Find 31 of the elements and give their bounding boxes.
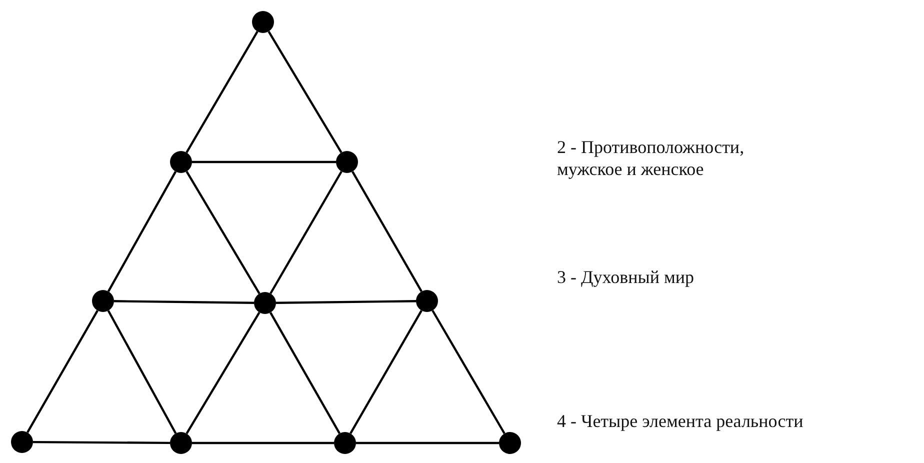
dot bbox=[11, 431, 33, 453]
connecting-line bbox=[356, 442, 499, 444]
connecting-line bbox=[114, 300, 254, 304]
connecting-line bbox=[350, 310, 422, 434]
dot bbox=[416, 290, 438, 312]
connecting-line bbox=[268, 30, 342, 154]
dot bbox=[92, 290, 114, 312]
dot bbox=[170, 432, 192, 454]
annotation-text: 2 - Противоположности, мужское и женское bbox=[557, 136, 746, 180]
dot bbox=[252, 11, 274, 33]
dot bbox=[336, 151, 358, 173]
dot bbox=[254, 292, 276, 314]
connecting-line bbox=[33, 440, 170, 444]
dot bbox=[499, 432, 521, 454]
connecting-line bbox=[352, 170, 422, 292]
connecting-line bbox=[107, 310, 177, 434]
connecting-line bbox=[192, 160, 336, 164]
connecting-line bbox=[276, 300, 416, 304]
connecting-line bbox=[26, 310, 98, 433]
connecting-line bbox=[270, 312, 340, 434]
dot bbox=[170, 151, 192, 173]
connecting-line bbox=[270, 170, 342, 294]
dot bbox=[334, 432, 356, 454]
connecting-line bbox=[432, 310, 506, 434]
connecting-line bbox=[186, 312, 260, 434]
annotation-text: 3 - Духовный мир bbox=[557, 266, 695, 288]
connecting-line bbox=[192, 442, 334, 444]
connecting-line bbox=[186, 170, 260, 294]
connecting-line bbox=[186, 30, 258, 154]
connecting-line bbox=[107, 171, 177, 292]
annotation-text: 4 - Четыре элемента реальности bbox=[557, 410, 804, 432]
